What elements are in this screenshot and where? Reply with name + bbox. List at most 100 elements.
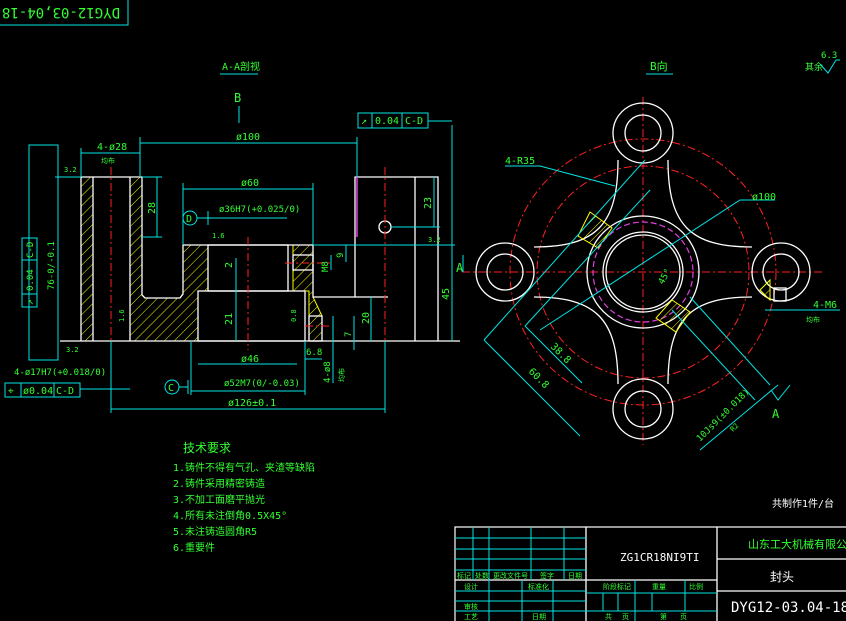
rest-roughness-value: 6.3 bbox=[821, 51, 837, 61]
roughness-top: 3.2 bbox=[64, 166, 77, 174]
tech-req-title: 技术要求 bbox=[183, 441, 231, 455]
technical-requirements: 技术要求 1.铸件不得有气孔、夹渣等缺陷 2.铸件采用精密铸造 3.不加工面磨平… bbox=[173, 441, 315, 554]
fcf-tolerance: 0.04 bbox=[375, 116, 399, 127]
dim-76: 76-0/-0.1 bbox=[47, 241, 57, 290]
dim-m8: M8 bbox=[321, 261, 331, 272]
dim-d100: ø100 bbox=[236, 132, 260, 143]
rev-header: 更改文件号 bbox=[493, 571, 528, 580]
scale-label: 比例 bbox=[689, 582, 703, 591]
dim-9: 9 bbox=[336, 253, 346, 258]
rev-header: 签字 bbox=[540, 571, 554, 580]
dim-28: 28 bbox=[147, 202, 158, 214]
part-name: 封头 bbox=[770, 570, 794, 584]
datum-c-label: C bbox=[168, 383, 174, 394]
sheet-label-2: 页 bbox=[680, 613, 687, 621]
of-label: 第 bbox=[660, 612, 667, 621]
tech-req-item: 6.重要件 bbox=[173, 541, 215, 554]
review-label: 审核 bbox=[464, 602, 478, 611]
rev-header: 标记 bbox=[457, 571, 471, 580]
dimension-texts: 4-ø28 均布 ø100 ø60 ø36H7(+0.025/0) 28 23 … bbox=[14, 132, 452, 409]
dim-2: 2 bbox=[224, 262, 235, 268]
dim-d60: ø60 bbox=[241, 178, 259, 189]
fcf-datum: C-D bbox=[56, 386, 74, 397]
position-symbol: ⌖ bbox=[8, 386, 14, 397]
rest-roughness-label: 其余 bbox=[805, 61, 823, 73]
title-block: 共制作1件/台 标 bbox=[454, 497, 846, 621]
centerlines-b bbox=[462, 97, 825, 445]
dim-4-d17: 4-ø17H7(+0.018/0) bbox=[14, 368, 106, 378]
dim-0-8: 0.8 bbox=[290, 309, 298, 322]
dim-21: 21 bbox=[224, 313, 235, 325]
section-title: A-A剖视 bbox=[222, 60, 260, 73]
rev-header: 处数 bbox=[475, 571, 489, 580]
fcf-position: ⌖ ø0.04 C-D bbox=[4, 382, 81, 398]
centerlines bbox=[110, 167, 386, 350]
dim-4-r35: 4-R35 bbox=[505, 156, 535, 167]
dim-6-8: 6.8 bbox=[306, 348, 322, 358]
view-arrow-label: B bbox=[234, 91, 241, 105]
corner-label: DYG12-03,04-18 bbox=[0, 0, 129, 26]
stage-mark-label: 阶段标记 bbox=[603, 582, 631, 591]
dim-7: 7 bbox=[344, 332, 354, 337]
company-name: 山东工大机械有限公司 bbox=[748, 537, 846, 551]
date-label: 日期 bbox=[532, 613, 546, 621]
tech-req-item: 4.所有未注倒角0.5X45° bbox=[173, 509, 287, 522]
runout-symbol: ↗ bbox=[361, 116, 367, 127]
dim-4-d8: 4-ø8 bbox=[323, 361, 333, 383]
material: ZG1CR18NI9TI bbox=[620, 551, 699, 564]
flange-outline bbox=[475, 102, 811, 440]
fcf-datum: C-D bbox=[26, 242, 36, 258]
fcf-left: ↗ 0.04 C-D bbox=[21, 144, 59, 361]
b-view-title: B向 bbox=[650, 59, 668, 73]
m6-hole bbox=[773, 287, 787, 302]
tech-req-item: 2.铸件采用精密铸造 bbox=[173, 477, 265, 490]
dim-38-8: 38.8 bbox=[548, 341, 573, 366]
dimension-lines-b bbox=[462, 159, 840, 451]
runout-symbol: ↗ bbox=[26, 300, 36, 305]
fcf-top: ↗ 0.04 C-D bbox=[357, 112, 429, 129]
tech-req-item: 5.未注铸造圆角R5 bbox=[173, 525, 257, 538]
dim-60-8: 60.8 bbox=[526, 366, 551, 391]
roughness-symbol-icon bbox=[819, 59, 840, 74]
weight-label: 重量 bbox=[652, 583, 666, 591]
tech-req-item: 3.不加工面磨平抛光 bbox=[173, 493, 265, 506]
dim-note-2: 均布 bbox=[337, 368, 346, 382]
roughness-bore: 1.6 bbox=[212, 232, 225, 240]
sheet-label: 页 bbox=[622, 613, 629, 621]
datum-d-label: D bbox=[186, 214, 192, 225]
title-block-grid bbox=[455, 527, 717, 621]
quantity-note: 共制作1件/台 bbox=[772, 497, 834, 510]
dim-45deg: 45° bbox=[657, 267, 674, 286]
design-label: 设计 bbox=[464, 582, 478, 591]
dim-d46: ø46 bbox=[241, 354, 259, 365]
total-label: 共 bbox=[605, 612, 612, 621]
dim-4-d28: 4-ø28 bbox=[97, 142, 127, 153]
dim-r2: R2 bbox=[729, 422, 741, 434]
b-view: B向 其余 6.3 bbox=[462, 51, 840, 451]
roughness-bottom: 3.2 bbox=[66, 346, 79, 354]
fcf-tolerance: 0.04 bbox=[26, 269, 36, 291]
dim-d126: ø126±0.1 bbox=[228, 398, 276, 409]
corner-label-text: DYG12-03,04-18 bbox=[2, 4, 120, 20]
section-mark: A bbox=[456, 261, 464, 275]
process-label: 工艺 bbox=[464, 613, 478, 621]
dim-d52: ø52M7(0/-0.03) bbox=[224, 379, 300, 389]
dim-m6-note: 均布 bbox=[806, 315, 820, 324]
roughness-right: 3.2 bbox=[428, 236, 441, 244]
dim-45: 45 bbox=[441, 288, 452, 300]
dim-d100-b: ø100 bbox=[752, 192, 776, 203]
tech-req-item: 1.铸件不得有气孔、夹渣等缺陷 bbox=[173, 461, 315, 474]
standardization-label: 标准化 bbox=[528, 582, 549, 591]
dim-23: 23 bbox=[423, 197, 434, 209]
drawing-number: DYG12-03.04-18 bbox=[731, 600, 846, 616]
datum-d: D bbox=[182, 210, 209, 226]
dim-20: 20 bbox=[361, 312, 372, 324]
dim-slot: 10Js9(±0.018) bbox=[695, 387, 752, 444]
rev-header: 日期 bbox=[568, 572, 582, 580]
dim-d36: ø36H7(+0.025/0) bbox=[219, 205, 300, 215]
dim-4-m6: 4-M6 bbox=[813, 300, 837, 311]
section-mark-right: A bbox=[772, 407, 780, 421]
datum-c: C bbox=[164, 379, 189, 395]
roughness-hole: 1.6 bbox=[118, 309, 126, 322]
